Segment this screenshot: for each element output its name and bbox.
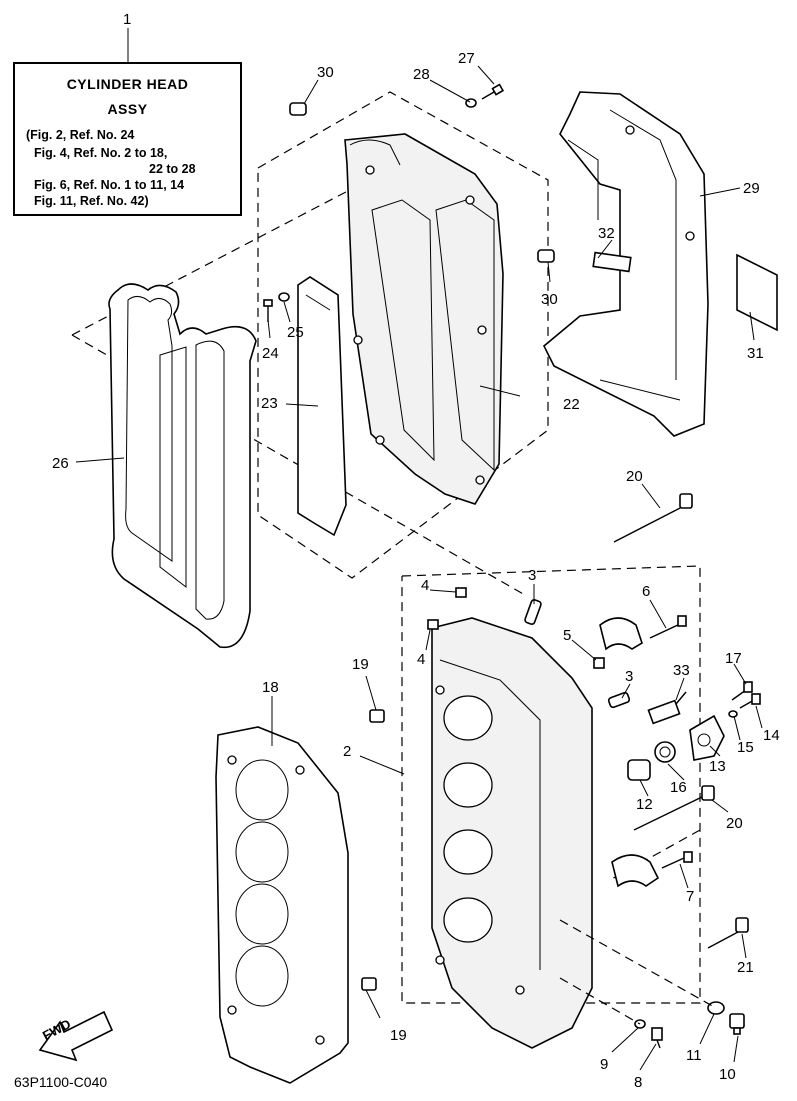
callout-10: 10	[719, 1066, 736, 1083]
callout-15: 15	[737, 739, 754, 756]
callout-20-top: 20	[626, 468, 643, 485]
washer-25	[278, 292, 290, 302]
assembly-legend-box: CYLINDER HEAD ASSY (Fig. 2, Ref. No. 24 …	[13, 62, 242, 216]
legend-reference-line: Fig. 6, Ref. No. 1 to 11, 14	[34, 178, 185, 192]
thermostat-cover-13	[689, 714, 725, 761]
callout-30-right: 30	[541, 291, 558, 308]
plug-4-top	[455, 587, 467, 598]
label-31	[736, 253, 778, 332]
bolt-27	[481, 83, 505, 100]
legend-reference-line: 22 to 28	[149, 162, 196, 176]
seal-16	[654, 741, 676, 763]
legend-title-line1: CYLINDER HEAD	[66, 76, 189, 92]
callout-21: 21	[737, 959, 754, 976]
callout-28: 28	[413, 66, 430, 83]
callout-4-top: 4	[421, 577, 429, 594]
temperature-sensor-33	[647, 691, 687, 725]
callout-16: 16	[670, 779, 687, 796]
callout-24: 24	[262, 345, 279, 362]
washer-15	[728, 710, 738, 718]
callout-32: 32	[598, 225, 615, 242]
bolt-21	[707, 917, 749, 949]
callout-23: 23	[261, 395, 278, 412]
callout-5: 5	[563, 627, 571, 644]
dowel-19-top	[369, 709, 385, 723]
bolt-24	[263, 299, 273, 322]
pin-3-right	[607, 691, 631, 709]
callout-29: 29	[743, 180, 760, 197]
callout-7: 7	[686, 888, 694, 905]
sleeve-5	[593, 657, 605, 669]
callout-12: 12	[636, 796, 653, 813]
callout-19-top: 19	[352, 656, 369, 673]
gasket-11	[707, 1001, 725, 1015]
dowel-19-bottom	[361, 977, 377, 991]
plug-4-left	[427, 619, 439, 630]
callout-9: 9	[600, 1056, 608, 1073]
callout-3-top: 3	[528, 567, 536, 584]
breather-cover-plate	[297, 276, 347, 537]
legend-reference-line: Fig. 4, Ref. No. 2 to 18,	[34, 146, 168, 160]
bolt-14	[739, 693, 761, 709]
callout-25: 25	[287, 324, 304, 341]
callout-27: 27	[458, 50, 475, 67]
label-32	[592, 251, 632, 273]
callout-4-left: 4	[417, 651, 425, 668]
plug-12	[627, 759, 651, 781]
callout-2: 2	[343, 743, 351, 760]
combustion-chamber	[443, 695, 493, 943]
plug-10	[729, 1013, 745, 1035]
valve-cover-assembly-boundary	[257, 91, 549, 579]
valve-cover-casting	[344, 133, 504, 505]
assembly-dash-lines-lower	[559, 919, 717, 1025]
legend-reference-line: Fig. 11, Ref. No. 42)	[34, 194, 149, 208]
grommet-30-right	[537, 249, 555, 263]
pin-3-top	[524, 599, 542, 625]
callout-6: 6	[642, 583, 650, 600]
callout-1: 1	[123, 11, 131, 28]
callout-33: 33	[673, 662, 690, 679]
callout-11: 11	[686, 1047, 702, 1064]
bolt-7	[661, 851, 693, 869]
clamp-7	[611, 854, 660, 888]
bolt-20-right	[633, 785, 715, 831]
bolt-20-top	[613, 493, 693, 543]
callout-14: 14	[763, 727, 780, 744]
grommet-30-top	[289, 102, 307, 116]
valve-cover-gasket	[108, 283, 257, 649]
callout-17: 17	[725, 650, 742, 667]
callout-30-top: 30	[317, 64, 334, 81]
callout-19-bottom: 19	[390, 1027, 407, 1044]
cylinder-head-gasket	[215, 726, 349, 1084]
callout-13: 13	[709, 758, 726, 775]
cylinder-head-assembly-boundary	[401, 565, 701, 1004]
clamp-top	[599, 617, 643, 651]
bolt-8	[651, 1027, 663, 1049]
bolt-17	[731, 681, 753, 701]
callout-18: 18	[262, 679, 279, 696]
legend-title-line2: ASSY	[107, 101, 148, 117]
callout-26: 26	[52, 455, 69, 472]
bolt-6	[649, 615, 687, 639]
fwd-arrow-icon	[38, 1010, 114, 1062]
callout-numbers: 1 30 28 27 29 32 30 31 24 25 23 22 26 20…	[52, 11, 780, 1091]
drawing-code: 63P1100-C040	[14, 1074, 108, 1090]
callout-22: 22	[563, 396, 580, 413]
cylinder-head	[431, 617, 593, 1049]
legend-reference-line: (Fig. 2, Ref. No. 24	[26, 128, 135, 142]
callout-8: 8	[634, 1074, 642, 1091]
callout-3-right: 3	[625, 668, 633, 685]
callout-20-right: 20	[726, 815, 743, 832]
callout-31: 31	[747, 345, 764, 362]
callout-leaders	[75, 65, 763, 1071]
